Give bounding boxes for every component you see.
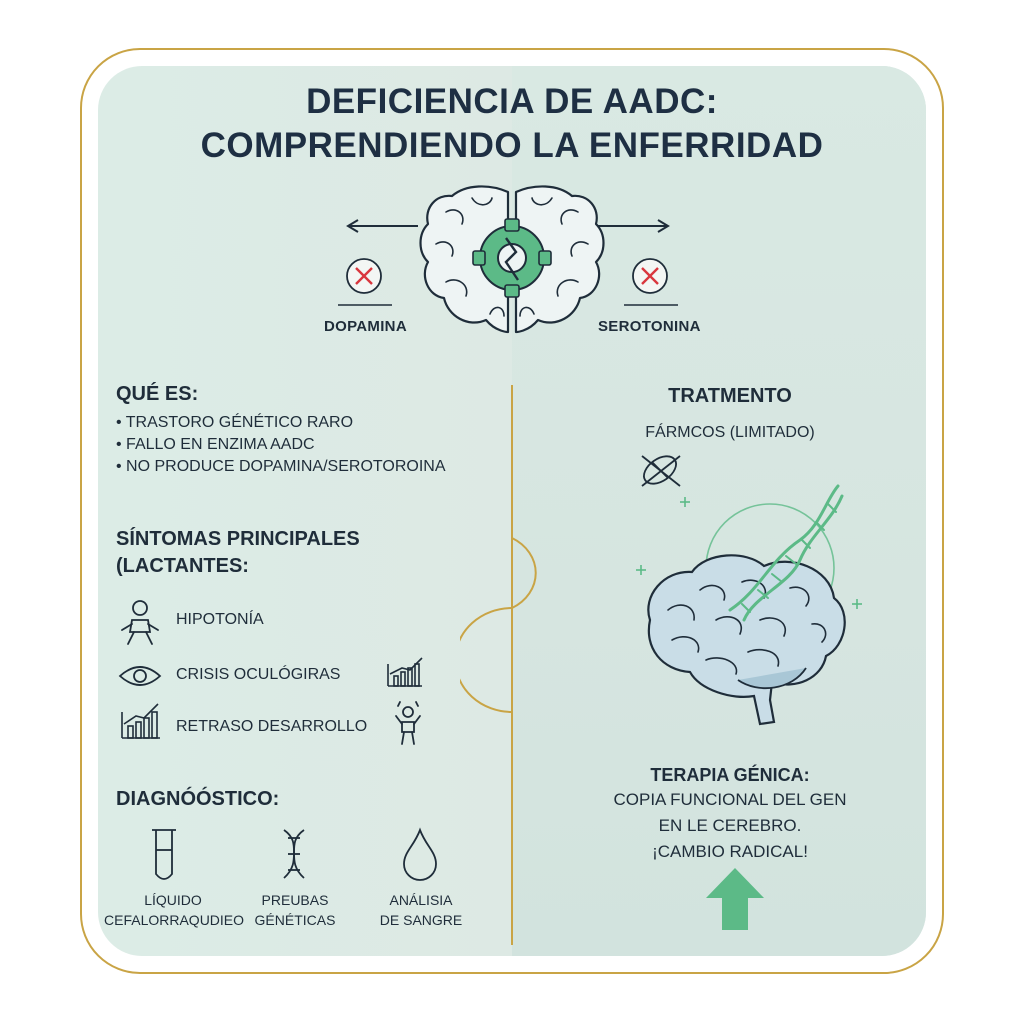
terapia-line1: COPIA FUNCIONAL DEL GEN xyxy=(613,790,847,809)
terapia-block: TERAPIA GÉNICA: COPIA FUNCIONAL DEL GEN … xyxy=(600,763,860,865)
puzzle-connector xyxy=(460,537,537,713)
outer-frame xyxy=(80,48,944,974)
crossed-pill-icon xyxy=(641,455,681,487)
diagnostico-heading: DIAGNÓÓSTICO: xyxy=(116,788,280,810)
diagnostic-icons xyxy=(152,827,437,881)
diag-item-liquido: LÍQUIDO CEFALORRAQUDIEO xyxy=(104,890,245,930)
list-item: • FALLO EN ENZIMA AADC xyxy=(116,436,315,453)
farmacos-label: FÁRMCOS (LIMITADO) xyxy=(645,424,815,441)
terapia-line2: EN LE CEREBRO. xyxy=(658,816,802,835)
brain-icon xyxy=(419,185,605,334)
drop-icon xyxy=(403,827,437,881)
diag-line: DE SANGRE xyxy=(379,912,463,928)
vertical-divider xyxy=(511,385,513,945)
page-title: DEFICIENCIA DE AADC: COMPRENDIENDO LA EN… xyxy=(0,80,1024,168)
diag-line: LÍQUIDO xyxy=(144,892,202,908)
right-arrow-icon xyxy=(598,219,670,233)
title-line2: COMPRENDIENDO LA ENFERRIDAD xyxy=(200,126,824,165)
chart-icon xyxy=(121,703,160,739)
list-item: • TRASTORO GÉNÉTICO RARO xyxy=(116,414,354,431)
diag-line: GÉNÉTICAS xyxy=(254,912,336,928)
sintomas-heading: SÍNTOMAS PRINCIPALES (LACTANTES: xyxy=(116,526,360,580)
dna-icon xyxy=(283,829,305,879)
dna-strand-icon xyxy=(728,484,844,622)
title-line1: DEFICIENCIA DE AADC: xyxy=(306,82,718,121)
diag-item-analisis: ANÁLISIA DE SANGRE xyxy=(366,890,476,930)
que-es-heading: QUÉ ES: xyxy=(116,383,199,405)
tratamiento-heading: TRATMENTO xyxy=(668,385,792,407)
symptom-icons xyxy=(118,600,423,745)
person-icon xyxy=(395,701,421,745)
gear-icon xyxy=(472,218,552,298)
sintomas-heading-line1: SÍNTOMAS PRINCIPALES xyxy=(116,528,360,550)
diag-line: CEFALORRAQUDIEO xyxy=(104,912,245,928)
dopamina-label: DOPAMINA xyxy=(324,318,407,335)
eye-icon xyxy=(118,666,162,686)
cross-icon-left xyxy=(338,258,392,306)
symptom-retraso: RETRASO DESARROLLO xyxy=(176,718,368,735)
baby-icon xyxy=(121,600,159,645)
serotonina-label: SEROTONINA xyxy=(598,318,701,335)
chart-icon-right xyxy=(387,657,423,687)
diag-item-pruebas: PREUBAS GÉNÉTICAS xyxy=(240,890,350,930)
list-item: • NO PRODUCE DOPAMINA/SEROTOROINA xyxy=(116,458,446,475)
brain-dna-icon xyxy=(647,554,846,726)
terapia-heading: TERAPIA GÉNICA: xyxy=(650,765,810,785)
que-es-list: • TRASTORO GÉNÉTICO RARO • FALLO EN ENZI… xyxy=(116,412,446,478)
symptom-hipotonia: HIPOTONÍA xyxy=(176,611,264,628)
terapia-line3: ¡CAMBIO RADICAL! xyxy=(652,842,808,861)
brain-dna-illustration xyxy=(636,455,862,726)
left-arrow-icon xyxy=(346,219,418,233)
arrow-up-icon xyxy=(706,868,764,930)
brain-gear-diagram xyxy=(338,185,678,334)
sintomas-heading-line2: (LACTANTES: xyxy=(116,555,249,577)
symptom-crisis: CRISIS OCULÓGIRAS xyxy=(176,666,341,683)
test-tube-icon xyxy=(152,829,176,880)
diag-line: ANÁLISIA xyxy=(389,892,453,908)
cross-icon-right xyxy=(624,258,678,306)
diag-line: PREUBAS xyxy=(261,892,329,908)
